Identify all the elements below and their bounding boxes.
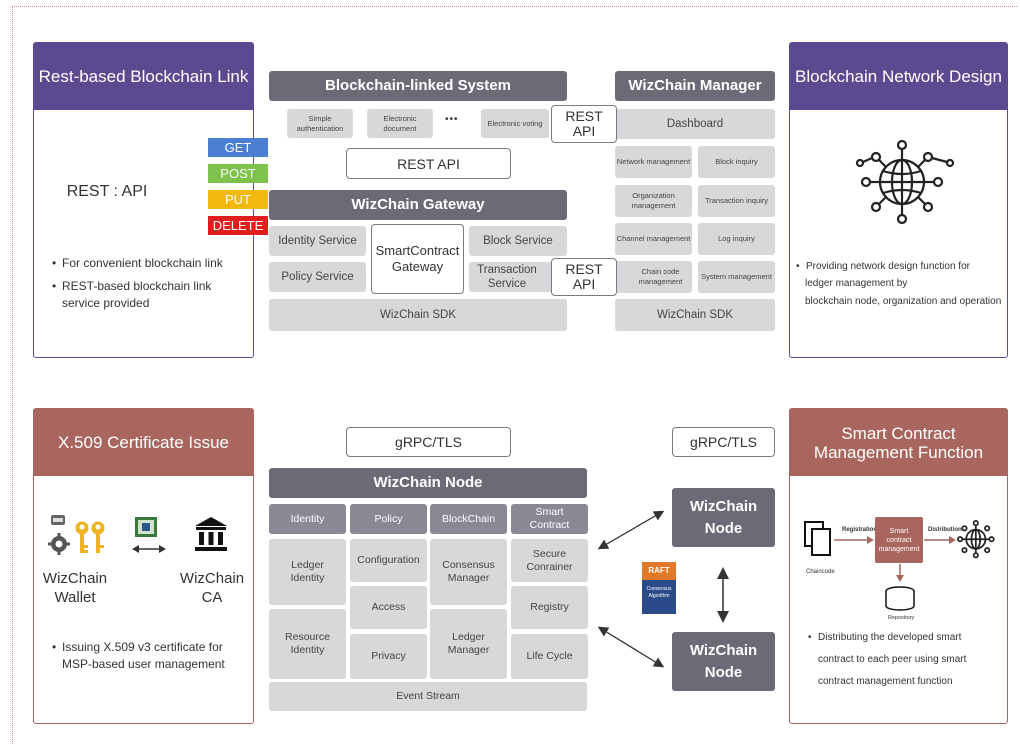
key-icon	[75, 521, 105, 553]
smartcontract-gateway: SmartContract Gateway	[371, 224, 464, 294]
node-blockchain-header: BlockChain	[430, 504, 507, 534]
manager-block-inquiry: Block inquiry	[698, 146, 775, 178]
manager-transaction-inquiry: Transaction inquiry	[698, 185, 775, 217]
ledger-manager: Ledger Manager	[430, 609, 507, 679]
linked-item-simple-auth: Simple authentication	[287, 109, 353, 138]
double-arrow-icon	[132, 545, 166, 553]
network-bullet-2: ledger management by	[805, 278, 908, 289]
rest-api-badge-top: REST API	[551, 105, 617, 143]
manager-dashboard: Dashboard	[615, 109, 775, 139]
dotted-frame	[12, 6, 1017, 744]
event-stream: Event Stream	[269, 682, 587, 711]
registration-label: Registration	[842, 527, 878, 533]
chaincode-doc-icon	[804, 521, 831, 556]
smart-bullet-3: contract management function	[818, 676, 953, 687]
manager-organization: Organization management	[615, 185, 692, 217]
life-cycle: Life Cycle	[511, 634, 588, 679]
smart-bullet-1: Distributing the developed smart	[808, 629, 1008, 646]
network-bullet-3: blockchain node, organization and operat…	[805, 296, 1002, 307]
manager-sdk: WizChain SDK	[615, 299, 775, 331]
ca-label: WizChain CA	[179, 570, 245, 606]
rest-api-label: REST : API	[66, 183, 148, 200]
grpc-tls-left: gRPC/TLS	[346, 427, 511, 457]
grpc-tls-right: gRPC/TLS	[672, 427, 775, 457]
rest-api-badge-bottom: REST API	[551, 258, 617, 296]
network-card: Blockchain Network Design Providing netw…	[789, 42, 1008, 358]
distribution-label: Distribution	[928, 527, 962, 533]
identity-service: Identity Service	[269, 226, 366, 256]
smart-title-line-1: Smart Contract	[841, 423, 956, 443]
smart-card: Smart Contract Management Function Chain…	[789, 408, 1008, 724]
distribution-arrow	[924, 536, 956, 544]
manager-system: System management	[698, 261, 775, 293]
block-service: Block Service	[469, 226, 567, 256]
smart-title-line-2: Management Function	[813, 442, 984, 462]
node-identity-header: Identity	[269, 504, 346, 534]
manager-channel: Channel management	[615, 223, 692, 255]
repository-arrow	[896, 564, 904, 582]
peer-node-top: WizChain Node	[672, 488, 775, 547]
rest-card: Rest-based Blockchain Link REST : API GE…	[33, 42, 268, 358]
node-smartcontract-header: Smart Contract	[511, 504, 588, 534]
network-bullet-1: Providing network design function for	[796, 258, 1006, 275]
linked-item-electronic-doc: Electronic document	[367, 109, 433, 138]
chip-card-icon	[135, 517, 157, 537]
post-badge: POST	[208, 164, 268, 183]
manager-header: WizChain Manager	[615, 71, 775, 101]
secure-container: Secure Conrainer	[511, 539, 588, 582]
cert-card-title: X.509 Certificate Issue	[34, 409, 253, 476]
node-policy-header: Policy	[350, 504, 427, 534]
sc-management-box: Smart contract management	[875, 517, 923, 563]
configuration: Configuration	[350, 539, 427, 582]
chaincode-label: Chaincode	[806, 569, 835, 575]
linked-item-ellipsis: •••	[445, 114, 459, 125]
network-card-title: Blockchain Network Design	[790, 43, 1007, 110]
rest-bullet-2: REST-based blockchain link service provi…	[52, 278, 232, 312]
raft-label: RAFT	[642, 562, 676, 580]
manager-log-inquiry: Log inquiry	[698, 223, 775, 255]
smart-card-title: Smart Contract Management Function	[790, 409, 1007, 476]
smart-bullet-2: contract to each peer using smart	[818, 654, 967, 665]
consensus-manager: Consensus Manager	[430, 539, 507, 605]
node-header: WizChain Node	[269, 468, 587, 498]
linked-item-electronic-voting: Electronic voting	[481, 109, 549, 138]
ledger-identity: Ledger Identity	[269, 539, 346, 605]
peer-node-bottom: WizChain Node	[672, 632, 775, 691]
registration-arrow	[834, 536, 874, 544]
repository-label: Repository	[888, 615, 915, 621]
gear-icon	[48, 533, 70, 555]
put-badge: PUT	[208, 190, 268, 209]
linked-system-header: Blockchain-linked System	[269, 71, 567, 101]
delete-badge: DELETE	[208, 216, 268, 235]
gateway-sdk: WizChain SDK	[269, 299, 567, 331]
cert-bullet-1: Issuing X.509 v3 certificate for MSP-bas…	[52, 639, 247, 673]
rest-card-title: Rest-based Blockchain Link	[34, 43, 253, 110]
raft-icon: RAFT Consensus Algorithm	[642, 562, 676, 614]
rest-bullet-1: For convenient blockchain link	[52, 255, 247, 272]
gateway-header: WizChain Gateway	[269, 190, 567, 220]
resource-identity: Resource Identity	[269, 609, 346, 679]
registry: Registry	[511, 586, 588, 629]
bank-building-icon	[195, 517, 227, 551]
policy-service: Policy Service	[269, 262, 366, 292]
repository-db-icon	[885, 586, 915, 611]
rest-api-box: REST API	[346, 148, 511, 179]
globe-network-icon	[957, 520, 995, 559]
access: Access	[350, 586, 427, 629]
privacy: Privacy	[350, 634, 427, 679]
manager-chaincode: Chain code management	[615, 261, 692, 293]
raft-caption: Consensus Algorithm	[646, 586, 672, 599]
manager-network: Network management	[615, 146, 692, 178]
get-badge: GET	[208, 138, 268, 157]
transaction-service: Transaction Service	[469, 262, 567, 292]
wallet-label: WizChain Wallet	[42, 570, 108, 606]
globe-network-icon	[855, 139, 955, 225]
cert-card: X.509 Certificate Issue WizChain Wallet …	[33, 408, 254, 724]
usb-key-icon	[51, 515, 65, 525]
